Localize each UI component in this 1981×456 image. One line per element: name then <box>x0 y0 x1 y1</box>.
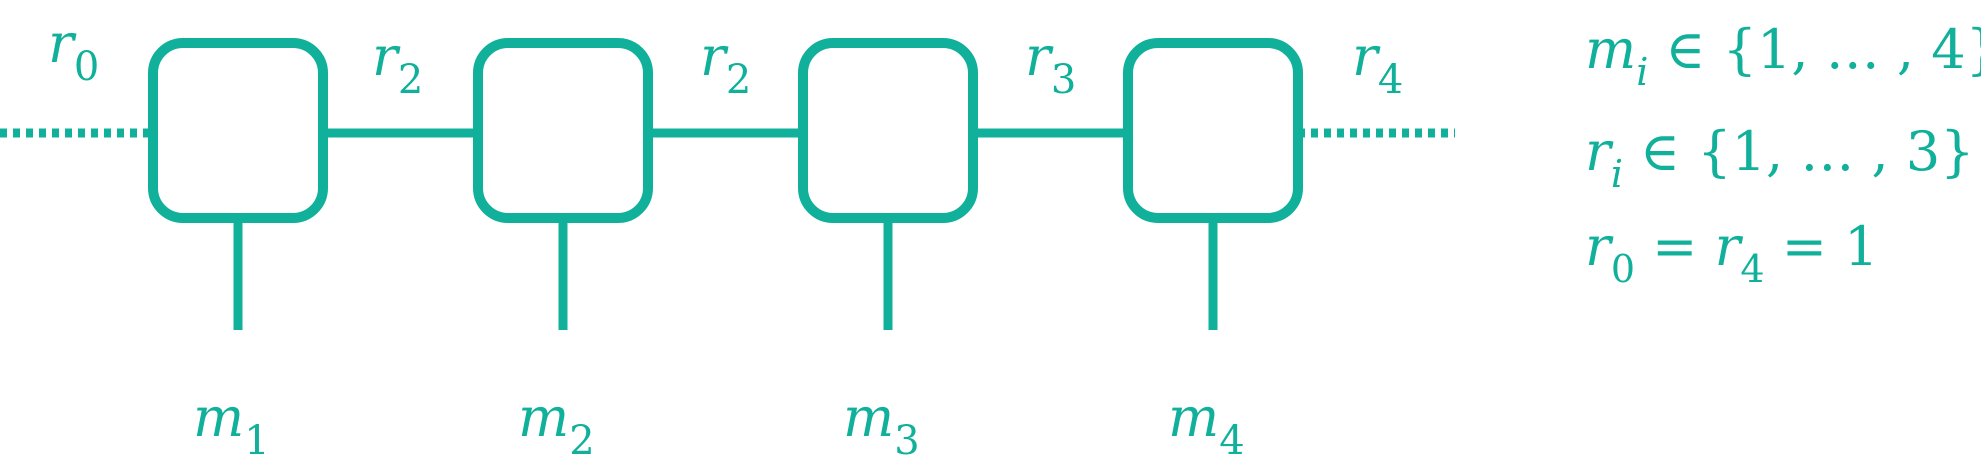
physical-label-3: m3 <box>843 386 920 456</box>
tensor-nodes <box>148 38 1303 223</box>
bond-label-0: r0 <box>48 12 99 90</box>
bond-label-1: r2 <box>372 25 423 103</box>
tensor-node-1 <box>148 38 328 223</box>
physical-label-4: m4 <box>1168 386 1245 456</box>
definition-1: mi ∈ {1, … , 4} <box>1585 18 1981 94</box>
definition-2: ri ∈ {1, … , 3} <box>1585 120 1975 196</box>
definition-3: r0 = r4 = 1 <box>1585 215 1879 291</box>
index-definitions: mi ∈ {1, … , 4} ri ∈ {1, … , 3} r0 = r4 = … <box>1585 18 1981 291</box>
index-labels: r0 r2 r2 r3 r4 m1 m2 m3 m4 <box>48 12 1403 456</box>
tensor-node-4 <box>1123 38 1303 223</box>
physical-label-2: m2 <box>518 386 595 456</box>
bond-label-3: r3 <box>1025 25 1076 103</box>
bond-label-4: r4 <box>1352 25 1403 103</box>
tensor-node-2 <box>473 38 653 223</box>
tensor-node-3 <box>798 38 978 223</box>
bond-label-2: r2 <box>700 25 751 103</box>
physical-label-1: m1 <box>193 386 270 456</box>
bond-wires <box>0 128 1455 330</box>
